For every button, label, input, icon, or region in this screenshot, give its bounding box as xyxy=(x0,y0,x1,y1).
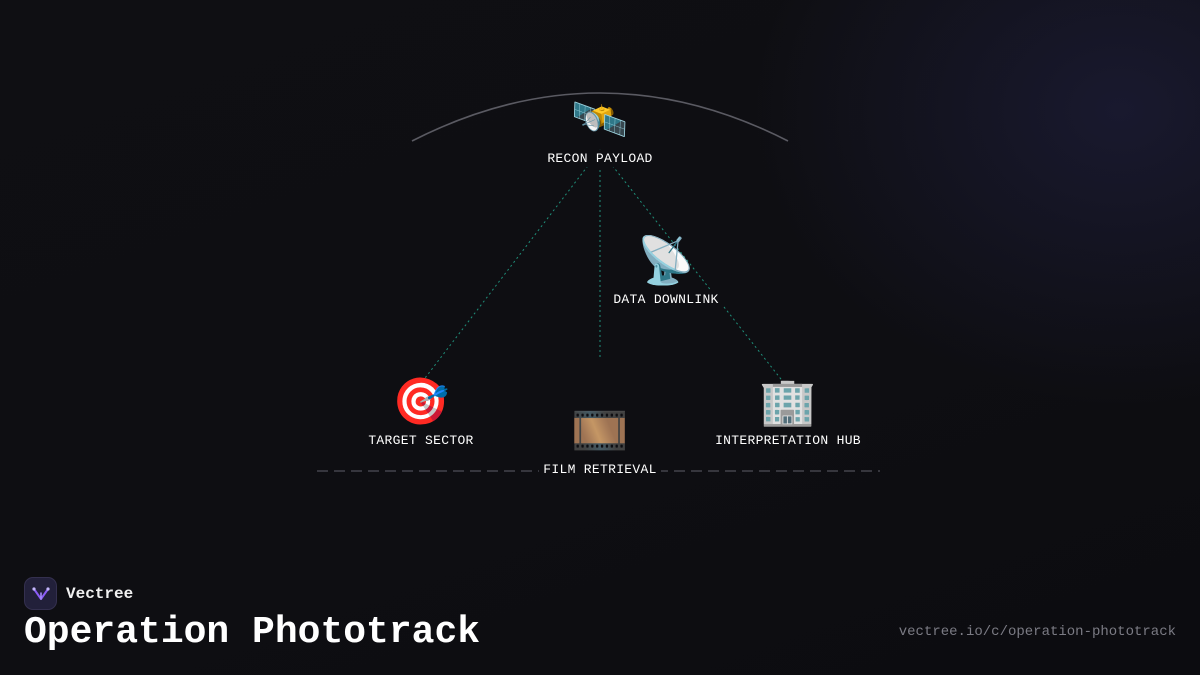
node-target-sector: 🎯 TARGET SECTOR xyxy=(301,374,541,449)
node-recon-payload: 🛰️ RECON PAYLOAD xyxy=(480,92,720,167)
brand[interactable]: Vectree xyxy=(24,577,133,610)
node-label-target-sector: TARGET SECTOR xyxy=(364,432,478,449)
satellite-icon: 🛰️ xyxy=(571,92,629,146)
target-icon: 🎯 xyxy=(392,374,450,428)
node-label-film-retrieval: FILM RETRIEVAL xyxy=(539,461,661,478)
office-building-icon: 🏢 xyxy=(759,374,817,428)
page-title: Operation Phototrack xyxy=(24,611,481,654)
orbit-arc xyxy=(411,92,789,142)
node-label-data-downlink: DATA DOWNLINK xyxy=(609,291,723,308)
film-strip-icon: 🎞️ xyxy=(571,403,629,457)
vectree-logo-icon xyxy=(24,577,57,610)
connector-recon-hub xyxy=(599,149,789,389)
node-data-downlink: 📡 DATA DOWNLINK xyxy=(546,233,786,308)
node-label-recon-payload: RECON PAYLOAD xyxy=(543,150,657,167)
node-film-retrieval: 🎞️ FILM RETRIEVAL xyxy=(480,403,720,478)
satellite-dish-icon: 📡 xyxy=(637,233,695,287)
share-url[interactable]: vectree.io/c/operation-phototrack xyxy=(898,624,1176,640)
node-interpretation-hub: 🏢 INTERPRETATION HUB xyxy=(668,374,908,449)
node-label-interpretation-hub: INTERPRETATION HUB xyxy=(711,432,865,449)
brand-name: Vectree xyxy=(66,584,134,603)
connector-recon-target xyxy=(421,149,601,383)
